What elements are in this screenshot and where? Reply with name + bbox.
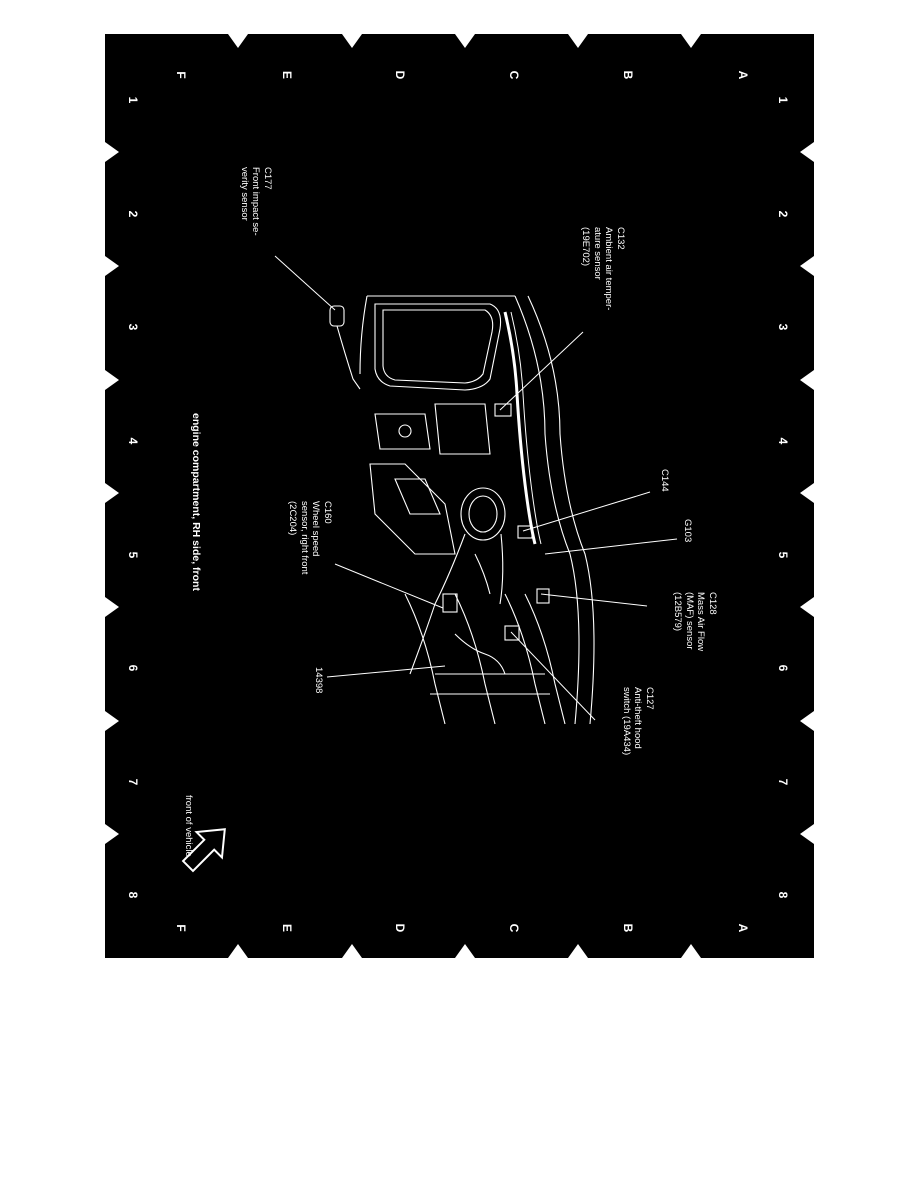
- grid-row-label: D: [393, 70, 407, 80]
- grid-column-label: 4: [126, 437, 140, 445]
- grid-row-label: C: [507, 923, 521, 933]
- grid-row-label: B: [621, 923, 635, 933]
- callout-line: switch (19A434): [621, 687, 632, 756]
- grid-column-label: 7: [776, 778, 790, 786]
- connector-id: C132: [615, 227, 626, 250]
- grid-column-label: 6: [126, 664, 140, 672]
- grid-row-label: C: [507, 70, 521, 80]
- diagram-caption: engine compartment, RH side, front: [190, 413, 202, 591]
- callout-c128: C128 Mass Air Flow (MAF) sensor (12B579): [668, 592, 719, 672]
- callout-line: Wheel speed: [310, 501, 322, 557]
- grid-column-label: 6: [776, 664, 790, 672]
- grid-column-label: 5: [126, 551, 140, 559]
- grid-column-label: 1: [776, 96, 790, 104]
- connector-id: C177: [262, 167, 273, 190]
- callout-line: (19E702): [580, 227, 592, 267]
- leader-lines: [274, 255, 678, 721]
- callout-c127: C127 Anti-theft hood switch (19A434): [617, 687, 655, 783]
- grid-column-label: 2: [126, 210, 140, 218]
- connector-id: C144: [659, 469, 670, 492]
- callout-line: (12B579): [672, 592, 684, 632]
- callout-line: Anti-theft hood: [632, 687, 644, 749]
- callout-line: sensor, right front: [299, 501, 310, 575]
- grid-column-label: 8: [126, 891, 140, 899]
- grid-column-label: 7: [126, 778, 140, 786]
- callout-line: Mass Air Flow: [695, 592, 707, 652]
- callout-c132: C132 Ambient air temper- ature sensor (1…: [566, 227, 627, 347]
- grid-row-label: A: [736, 923, 750, 933]
- grid-column-label: 4: [776, 437, 790, 445]
- callout-14398: 14398: [310, 667, 324, 707]
- grid-column-label: 1: [126, 96, 140, 104]
- grid-marker-triangles: [105, 34, 814, 958]
- grid-row-label: D: [393, 923, 407, 933]
- callout-line: Ambient air temper-: [603, 227, 615, 311]
- grid-row-label: B: [621, 70, 635, 80]
- callout-line: ature sensor: [592, 227, 603, 280]
- front-arrow-icon: [181, 828, 226, 873]
- callout-line: (2C204): [287, 501, 299, 536]
- grid-column-label: 2: [776, 210, 790, 218]
- connector-id: C127: [644, 687, 655, 710]
- harness-id: 14398: [313, 667, 324, 694]
- callout-g103: G103: [679, 519, 693, 555]
- grid-column-label: 8: [776, 891, 790, 899]
- connector-id: C128: [707, 592, 718, 615]
- front-of-vehicle-label: front of vehicle: [183, 795, 194, 857]
- connector-id: C160: [322, 501, 333, 524]
- grid-row-label: E: [280, 70, 294, 79]
- ground-id: G103: [682, 519, 693, 543]
- grid-row-label: A: [736, 70, 750, 80]
- grid-column-label: 3: [126, 323, 140, 331]
- grid-row-label: F: [174, 924, 188, 932]
- grid-row-label: F: [174, 71, 188, 79]
- callout-line: Front impact se-: [250, 167, 262, 236]
- vehicle-structure: [329, 295, 595, 725]
- callout-c144: C144: [656, 469, 670, 505]
- grid-column-label: 3: [776, 323, 790, 331]
- callout-line: (MAF) sensor: [684, 592, 695, 650]
- callout-c160: C160 Wheel speed sensor, right front (2C…: [283, 501, 334, 601]
- callout-c177: C177 Front impact se- verity sensor: [225, 167, 273, 257]
- diagram-frame: A B C D E F A B C D E F 1 2 3 4 5 6 7 8 …: [105, 34, 814, 958]
- engine-compartment-drawing: [105, 34, 814, 958]
- grid-row-label: E: [280, 923, 294, 932]
- grid-column-label: 5: [776, 551, 790, 559]
- callout-line: verity sensor: [239, 167, 250, 221]
